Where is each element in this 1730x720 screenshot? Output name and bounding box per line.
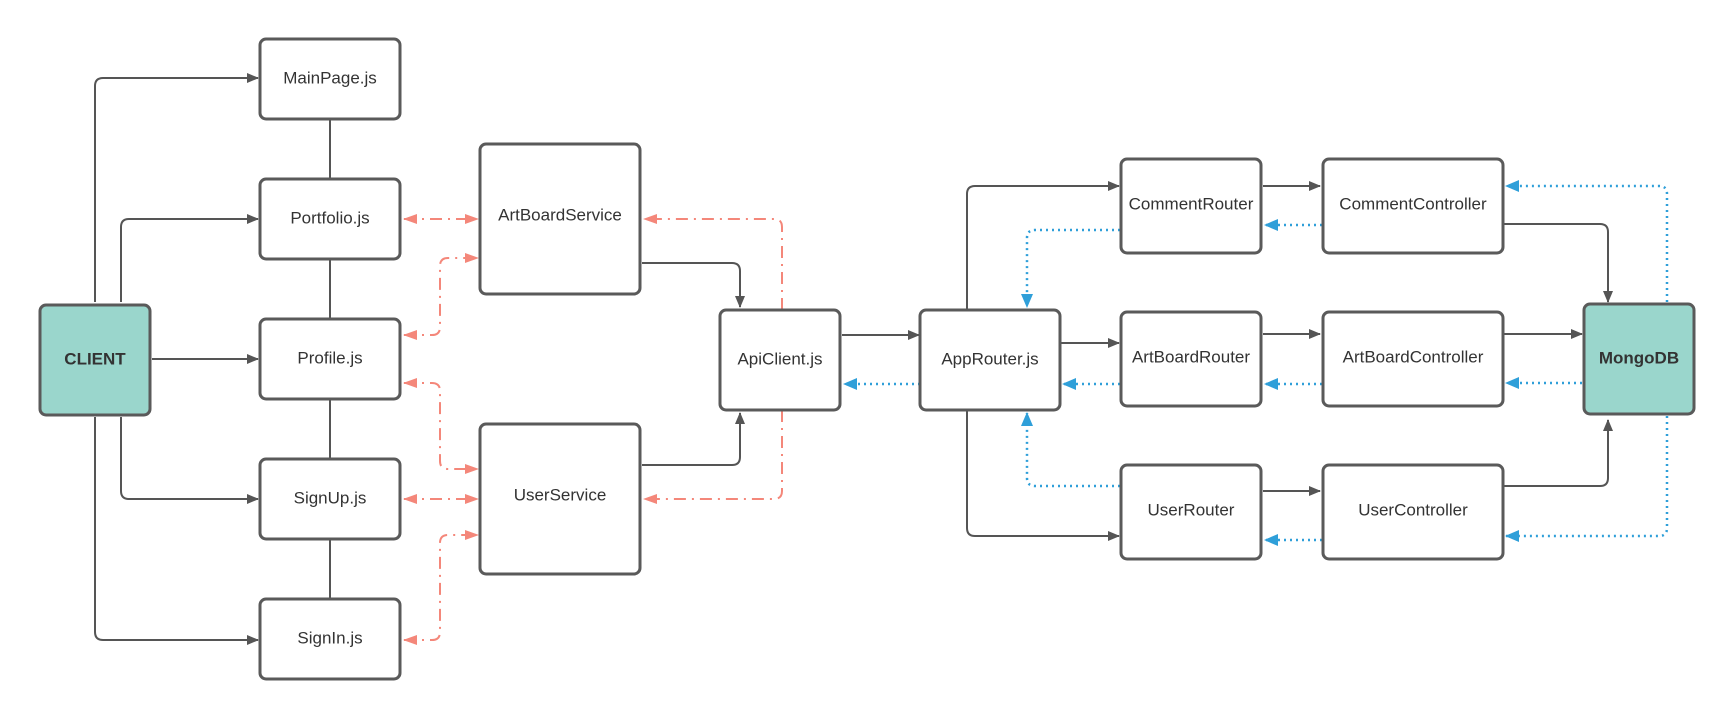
node-client-label: CLIENT bbox=[64, 349, 126, 368]
node-commentcontroller-label: CommentController bbox=[1339, 194, 1487, 213]
edges bbox=[94, 73, 1669, 645]
edge-commentcontroller-mongodb bbox=[1504, 223, 1613, 303]
node-userrouter: UserRouter bbox=[1119, 463, 1263, 561]
node-portfolio-label: Portfolio.js bbox=[290, 208, 369, 227]
node-approuter-label: AppRouter.js bbox=[941, 349, 1038, 368]
node-commentcontroller: CommentController bbox=[1321, 157, 1505, 255]
node-client: CLIENT bbox=[38, 303, 152, 417]
node-mongodb-label: MongoDB bbox=[1599, 348, 1679, 367]
node-userservice: UserService bbox=[478, 422, 642, 576]
node-signup-label: SignUp.js bbox=[294, 488, 367, 507]
node-profile: Profile.js bbox=[258, 317, 402, 401]
node-mongodb: MongoDB bbox=[1582, 302, 1696, 416]
node-signin-label: SignIn.js bbox=[297, 628, 362, 647]
node-userservice-label: UserService bbox=[514, 485, 607, 504]
edge-apiclient-userservice bbox=[643, 410, 783, 504]
edge-client-signin bbox=[94, 417, 259, 645]
edge-usercontroller-mongodb bbox=[1504, 419, 1613, 487]
edge-client-portfolio bbox=[120, 214, 259, 302]
node-artboardcontroller: ArtBoardController bbox=[1321, 310, 1505, 408]
node-profile-label: Profile.js bbox=[297, 348, 362, 367]
node-usercontroller: UserController bbox=[1321, 463, 1505, 561]
node-portfolio: Portfolio.js bbox=[258, 177, 402, 261]
edge-approuter-userrouter bbox=[966, 410, 1120, 541]
node-signup: SignUp.js bbox=[258, 457, 402, 541]
edge-commentrouter-approuter bbox=[1021, 228, 1120, 308]
node-signin: SignIn.js bbox=[258, 597, 402, 681]
edge-approuter-commentrouter bbox=[966, 181, 1120, 310]
node-apiclient-label: ApiClient.js bbox=[737, 349, 822, 368]
edge-mongodb-commentcontroller bbox=[1505, 180, 1669, 302]
node-artboardrouter: ArtBoardRouter bbox=[1119, 310, 1263, 408]
node-artboardservice: ArtBoardService bbox=[478, 142, 642, 296]
edge-userrouter-approuter bbox=[1021, 412, 1120, 488]
node-commentrouter-label: CommentRouter bbox=[1129, 194, 1254, 213]
node-mainpage: MainPage.js bbox=[258, 37, 402, 121]
node-commentrouter: CommentRouter bbox=[1119, 157, 1263, 255]
node-mainpage-label: MainPage.js bbox=[283, 68, 377, 87]
node-artboardservice-label: ArtBoardService bbox=[498, 205, 622, 224]
edge-client-signup bbox=[120, 417, 259, 504]
edge-apiclient-artboardservice bbox=[643, 214, 783, 310]
node-apiclient: ApiClient.js bbox=[718, 308, 842, 412]
edge-artboardservice-apiclient bbox=[642, 262, 745, 308]
edge-userservice-apiclient bbox=[642, 412, 745, 466]
node-approuter: AppRouter.js bbox=[918, 308, 1062, 412]
edge-profile-artboardservice bbox=[403, 253, 479, 340]
edge-client-mainpage bbox=[94, 73, 259, 302]
edge-signin-userservice bbox=[403, 530, 479, 645]
edge-mongodb-usercontroller bbox=[1505, 416, 1669, 542]
edge-profile-userservice bbox=[403, 378, 479, 474]
node-usercontroller-label: UserController bbox=[1358, 500, 1468, 519]
node-userrouter-label: UserRouter bbox=[1148, 500, 1235, 519]
node-artboardrouter-label: ArtBoardRouter bbox=[1132, 347, 1250, 366]
node-artboardcontroller-label: ArtBoardController bbox=[1343, 347, 1484, 366]
